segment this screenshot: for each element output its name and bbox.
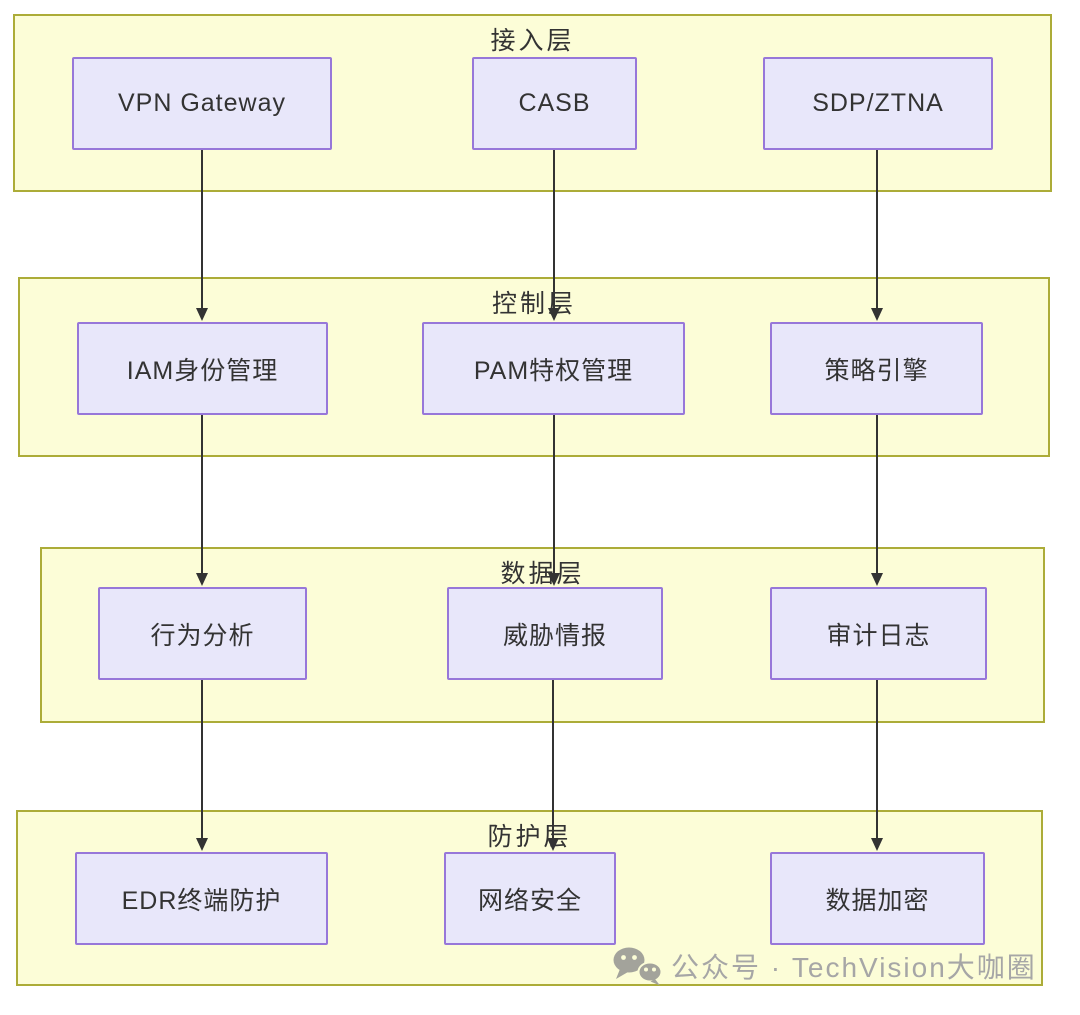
- watermark-text: 公众号 · TechVision大咖圈: [671, 952, 1037, 983]
- layer-title-control: 控制层: [491, 290, 576, 318]
- node-casb: CASB: [472, 57, 637, 150]
- node-behavior-analytics: 行为分析: [98, 587, 307, 680]
- node-audit-log: 审计日志: [770, 587, 987, 680]
- node-edr: EDR终端防护: [75, 852, 328, 945]
- layer-title-protection: 防护层: [487, 823, 572, 851]
- wechat-icon: [613, 947, 663, 986]
- node-sdp-ztna: SDP/ZTNA: [763, 57, 993, 150]
- node-iam: IAM身份管理: [77, 322, 328, 415]
- node-threat-intel: 威胁情报: [447, 587, 663, 680]
- watermark: 公众号 · TechVision大咖圈: [612, 946, 1037, 986]
- layer-title-access: 接入层: [490, 27, 575, 55]
- layer-title-data: 数据层: [500, 560, 585, 588]
- node-vpn-gateway: VPN Gateway: [72, 57, 332, 150]
- node-data-encryption: 数据加密: [770, 852, 985, 945]
- node-network-security: 网络安全: [444, 852, 616, 945]
- node-pam: PAM特权管理: [422, 322, 685, 415]
- node-policy-engine: 策略引擎: [770, 322, 983, 415]
